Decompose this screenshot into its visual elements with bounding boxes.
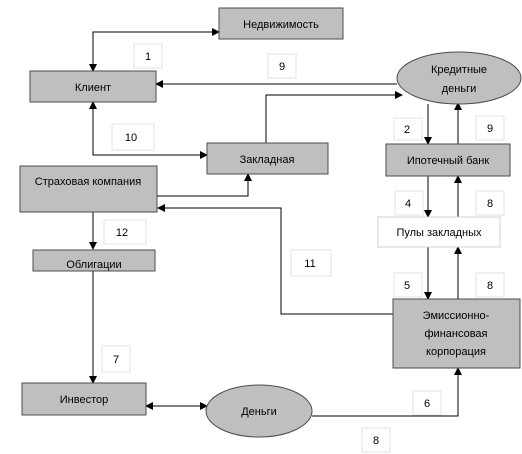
- step-number-2-text: 2: [404, 124, 410, 136]
- node-investor-label: Инвестор: [60, 394, 108, 406]
- step-number-11: 11: [290, 249, 332, 277]
- connector-client-mortgage: [89, 101, 208, 159]
- connector-mortgage-credit: [265, 91, 403, 143]
- node-emission-corp-label-1: Эмиссионно-: [423, 310, 490, 322]
- node-money-label: Деньги: [241, 406, 277, 418]
- step-number-4-text: 4: [405, 198, 411, 210]
- node-mortgage-bank-label: Ипотечный банк: [407, 155, 490, 167]
- node-mortgage-pools: Пулы закладных: [377, 216, 501, 248]
- step-number-7: 7: [101, 345, 131, 373]
- step-number-9-right-text: 9: [487, 123, 493, 135]
- step-number-9-top-text: 9: [279, 61, 285, 73]
- step-number-6: 6: [412, 390, 442, 416]
- step-number-5: 5: [393, 272, 423, 298]
- node-real-estate: Недвижимость: [218, 7, 344, 40]
- node-mortgage-pools-label: Пулы закладных: [396, 227, 482, 239]
- step-number-11-text: 11: [304, 258, 315, 270]
- connector-corp-insurance: [157, 204, 393, 315]
- node-emission-corp: Эмиссионно- финансовая корпорация: [392, 298, 521, 369]
- step-number-8-c-text: 8: [373, 435, 379, 447]
- step-number-8-a: 8: [475, 190, 505, 216]
- step-number-8-a-text: 8: [487, 198, 493, 210]
- step-number-4: 4: [394, 190, 424, 216]
- step-number-8-c: 8: [361, 427, 391, 453]
- node-mortgage: Закладная: [206, 142, 329, 175]
- node-insurance: Страховая компания: [19, 165, 158, 213]
- step-number-10-text: 10: [125, 132, 137, 144]
- node-money: Деньги: [205, 384, 313, 438]
- step-number-8-b-text: 8: [487, 280, 493, 292]
- connector-client-real-estate: [89, 28, 220, 72]
- step-number-1: 1: [133, 43, 163, 69]
- node-real-estate-label: Недвижимость: [243, 19, 319, 31]
- step-number-12-text: 12: [116, 227, 128, 239]
- node-mortgage-bank: Ипотечный банк: [385, 143, 511, 177]
- node-credit-money-label-1: Кредитные: [431, 64, 487, 76]
- connector-money-corp: [312, 367, 462, 417]
- node-investor: Инвестор: [21, 382, 147, 416]
- step-number-8-b: 8: [475, 272, 505, 298]
- step-number-7-text: 7: [113, 354, 119, 366]
- node-client: Клиент: [29, 70, 157, 103]
- connector-insurance-mortgage: [157, 173, 252, 197]
- node-emission-corp-label-3: корпорация: [426, 346, 486, 358]
- step-number-10: 10: [111, 123, 155, 151]
- step-number-12: 12: [103, 219, 147, 245]
- node-bonds: Облигации: [32, 249, 156, 272]
- step-number-1-text: 1: [145, 51, 151, 63]
- node-client-label: Клиент: [75, 82, 111, 94]
- node-credit-money: Кредитные деньги: [396, 51, 522, 105]
- node-emission-corp-label-2: финансовая: [425, 328, 488, 340]
- node-bonds-label: Облигации: [66, 259, 121, 271]
- step-number-6-text: 6: [424, 398, 430, 410]
- node-credit-money-label-2: деньги: [442, 83, 477, 95]
- step-number-2: 2: [393, 117, 423, 141]
- step-number-5-text: 5: [404, 280, 410, 292]
- node-insurance-label: Страховая компания: [35, 176, 141, 188]
- step-number-9-right: 9: [475, 115, 505, 141]
- node-mortgage-label: Закладная: [240, 154, 295, 166]
- step-number-9-top: 9: [267, 53, 297, 79]
